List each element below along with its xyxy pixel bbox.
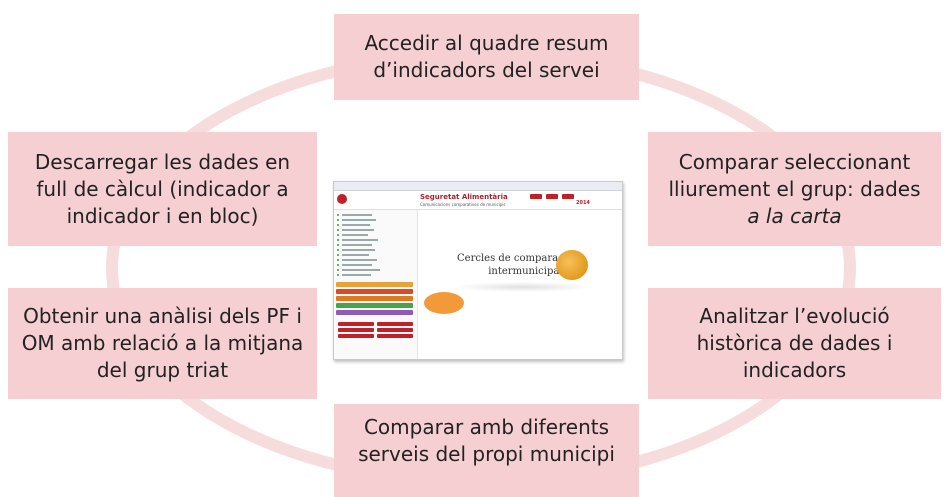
sidebar-button <box>377 328 413 332</box>
sidebar-button <box>338 322 374 326</box>
sidebar-bar <box>336 282 413 287</box>
node-services-text: Comparar amb diferents serveis del propi… <box>358 415 615 466</box>
thumbnail-title: Seguretat Alimentària <box>420 193 508 201</box>
node-overview: Accedir al quadre resum d’indicadors del… <box>334 14 639 100</box>
node-custom-compare-italic: a la carta <box>747 203 842 228</box>
thumbnail-sidebar <box>334 210 418 359</box>
header-button <box>530 194 542 199</box>
header-button <box>546 194 558 199</box>
node-custom-compare-main: Comparar seleccionant lliurement el grup… <box>668 149 921 201</box>
sidebar-bar <box>336 289 413 294</box>
sidebar-button <box>377 322 413 326</box>
node-analysis: Obtenir una anàlisi dels PF i OM amb rel… <box>8 288 317 399</box>
app-header: Seguretat Alimentària Comunicacions comp… <box>334 191 622 210</box>
sidebar-bar <box>336 303 413 308</box>
node-services: Comparar amb diferents serveis del propi… <box>334 404 639 497</box>
node-history-text: Analitzar l’evolució històrica de dades … <box>696 304 893 382</box>
thumbnail-caption-line1: Cercles de comparació <box>457 253 573 264</box>
node-overview-text: Accedir al quadre resum d’indicadors del… <box>364 31 609 82</box>
node-custom-compare: Comparar seleccionant lliurement el grup… <box>648 132 941 246</box>
thumbnail-year: 2014 <box>576 200 590 206</box>
logo-icon <box>337 194 347 204</box>
app-screenshot-thumbnail: Seguretat Alimentària Comunicacions comp… <box>333 181 623 360</box>
caption-shadow <box>452 282 594 292</box>
globe-icon <box>556 250 588 280</box>
thumbnail-caption: Cercles de comparació intermunicipals <box>457 252 573 278</box>
sidebar-button <box>338 334 374 338</box>
header-button <box>562 194 574 199</box>
node-custom-compare-text: Comparar seleccionant lliurement el grup… <box>658 149 931 230</box>
node-analysis-text: Obtenir una anàlisi dels PF i OM amb rel… <box>21 304 304 382</box>
thumbnail-subtitle: Comunicacions comparatives de municipis <box>420 202 506 207</box>
sidebar-bar <box>336 296 413 301</box>
node-download-text: Descarregar les dades en full de càlcul … <box>34 149 291 228</box>
sidebar-button <box>377 334 413 338</box>
speech-bubble <box>424 292 464 314</box>
node-history: Analitzar l’evolució històrica de dades … <box>648 288 941 399</box>
node-download: Descarregar les dades en full de càlcul … <box>8 132 317 246</box>
thumbnail-caption-line2: intermunicipals <box>488 266 568 277</box>
browser-toolbar <box>334 182 622 191</box>
sidebar-bar <box>336 310 413 315</box>
sidebar-button <box>338 328 374 332</box>
